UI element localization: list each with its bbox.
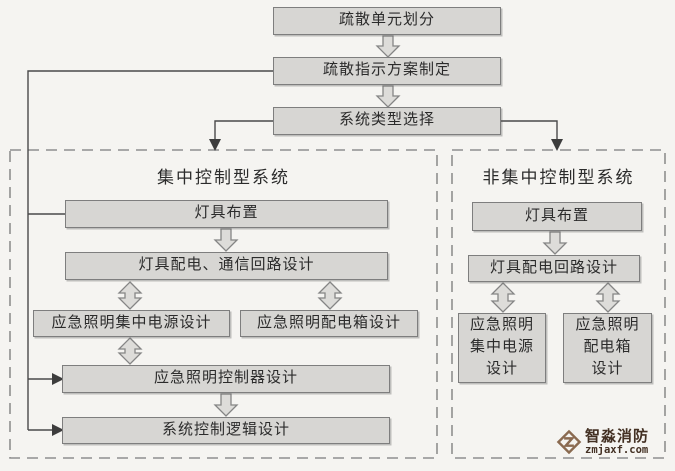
box-lamp-layout-left: 灯具布置	[65, 200, 388, 228]
box-central-power-design-right: 应急照明 集中电源 设计	[458, 313, 546, 383]
box-distribution-box-design-left: 应急照明配电箱设计	[240, 310, 418, 337]
box-evacuation-unit-division: 疏散单元划分	[273, 7, 501, 35]
box-power-comm-circuit-design: 灯具配电、通信回路设计	[65, 252, 388, 280]
double-arrow-power-controller	[117, 337, 143, 365]
down-arrow-right-lamp-to-circuit	[542, 231, 568, 255]
box-system-type-selection: 系统类型选择	[273, 107, 501, 135]
box-central-power-design-left: 应急照明集中电源设计	[33, 310, 230, 337]
arrowhead-to-control-logic	[52, 424, 64, 436]
watermark-brand-text: 智淼消防	[585, 428, 650, 445]
down-arrow-plan-to-type	[375, 85, 401, 108]
double-arrow-circuit-distbox-left	[317, 281, 343, 310]
centralized-group-border	[9, 149, 438, 459]
arrowhead-to-controller	[52, 373, 64, 385]
non-centralized-group-border	[451, 149, 666, 459]
box-lamp-layout-right: 灯具布置	[472, 202, 642, 231]
box-distribution-box-design-right: 应急照明 配电箱 设计	[563, 313, 652, 383]
watermark: 智淼消防 zmjaxf.com	[556, 429, 649, 456]
hollow-arrows	[117, 35, 621, 417]
non-centralized-group-title: 非集中控制型系统	[482, 168, 635, 187]
box-evacuation-plan-formulation: 疏散指示方案制定	[273, 57, 501, 85]
watermark-domain-text: zmjaxf.com	[585, 443, 649, 456]
double-arrow-circuit-distbox-right	[595, 282, 621, 313]
down-arrow-controller-to-logic	[213, 393, 239, 417]
arrowhead-to-non-centralized-group	[551, 139, 563, 151]
box-controller-design: 应急照明控制器设计	[62, 365, 390, 393]
zhimiao-logo-icon	[556, 430, 582, 455]
box-control-logic-design: 系统控制逻辑设计	[62, 417, 390, 444]
down-arrow-unit-to-plan	[375, 35, 401, 58]
centralized-group-title: 集中控制型系统	[157, 168, 290, 187]
feedback-lines	[27, 70, 558, 431]
double-arrow-circuit-central-power-left	[117, 281, 143, 310]
box-power-circuit-design-right: 灯具配电回路设计	[468, 255, 640, 282]
down-arrow-left-lamp-to-circuit	[213, 228, 239, 252]
solid-arrowheads	[52, 139, 563, 436]
arrowhead-to-centralized-group	[209, 139, 221, 151]
double-arrow-circuit-central-power-right	[490, 282, 516, 313]
